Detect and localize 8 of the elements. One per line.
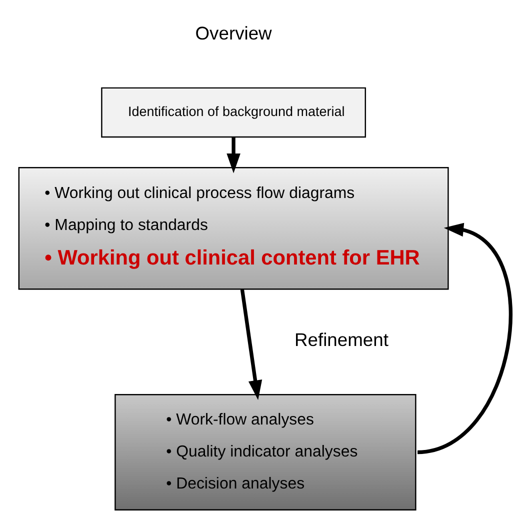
node-box: Identification of background material [100,87,366,138]
arrow [416,222,512,454]
node-box: • Working out clinical process flow diagrams • Mapping to standards • Working out clinical content for EHR [18,167,448,290]
label: Refinement [294,329,388,350]
arrow [226,137,240,174]
arrow [240,289,262,400]
node-box: • Work-flow analyses • Quality indicator analyses • Decision analyses [114,394,416,510]
label: Overview [194,22,272,44]
